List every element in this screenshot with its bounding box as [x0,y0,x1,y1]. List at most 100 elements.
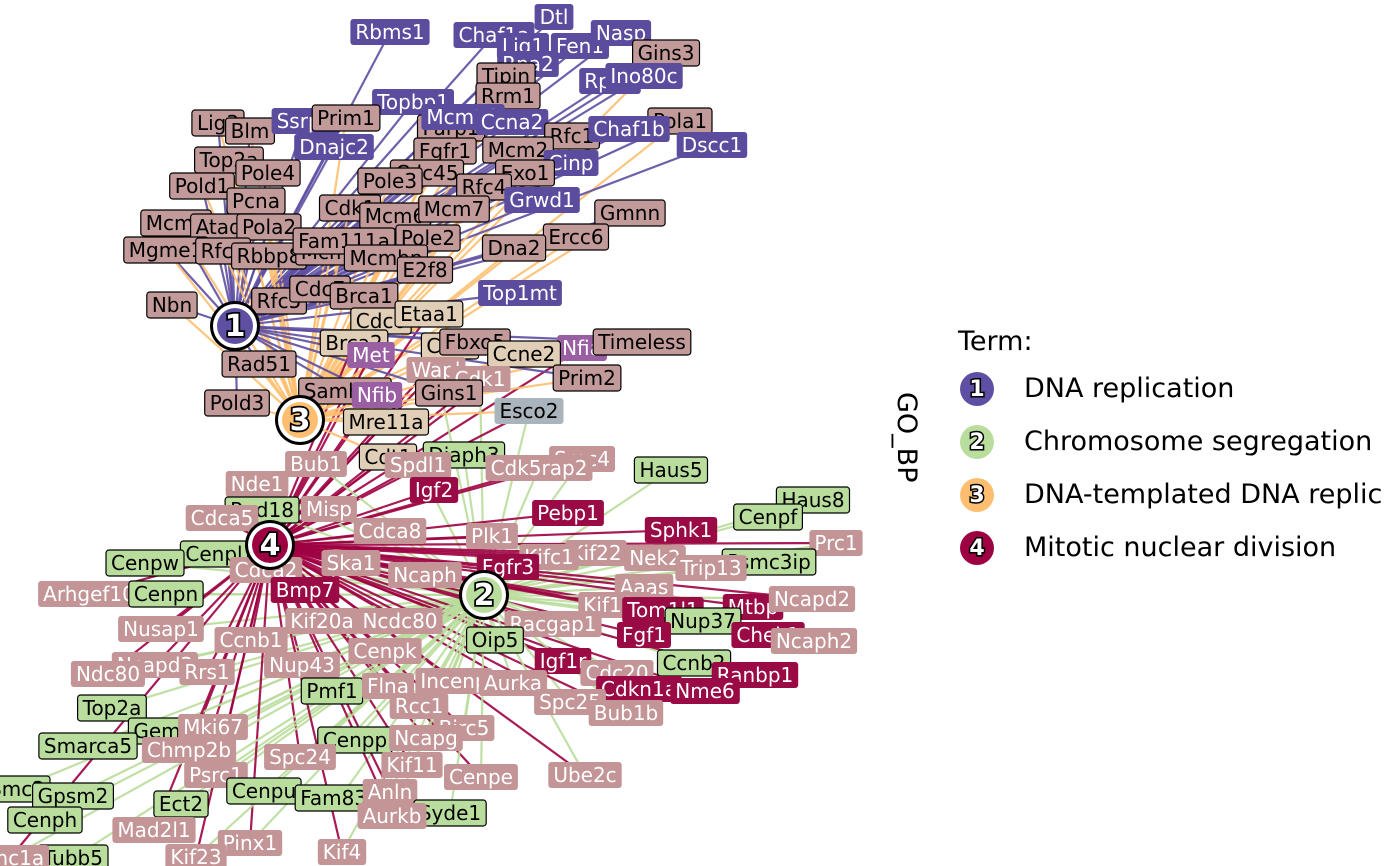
gene-label: Prim2 [558,366,616,390]
gene-label: Anln [368,780,413,804]
gene-label: Nbn [152,293,192,317]
gene-node: Pebp1 [532,500,604,526]
gene-node: Rrs1 [179,659,235,685]
gene-node: Mcm2 [482,136,554,164]
gene-label-box [204,389,270,417]
gene-node: Cenpu [226,777,302,805]
term-hub-4: 4 [245,520,295,570]
gene-label-box [388,562,462,588]
gene-label-box [225,471,289,497]
gene-label: Pold3 [210,391,265,415]
gene-label: Mki67 [183,715,243,739]
gene-label-box [105,549,185,577]
gene-node: Nfib [351,382,403,408]
gene-label: Kif22 [570,541,621,565]
gene-label-box [481,234,547,262]
gene-label-box [128,580,204,608]
gene-node: Ccna2 [475,109,549,135]
gene-label: Ncaph [393,563,457,587]
gene-label-box [415,668,493,694]
gene-node: Gins1 [415,379,484,407]
gene-label-box [809,530,863,556]
gene-node: Aurkb [357,803,427,829]
gene-label-box [596,676,682,702]
gene-node: Bub1b [588,700,664,726]
term-hub-number: 4 [260,528,281,563]
gene-label-box [548,762,622,788]
gene-node: Pold1 [169,172,235,200]
gene-node: Mgme1 [123,236,209,264]
gene-node: Spdl1 [384,452,452,478]
gene-label: Nusap1 [123,617,199,641]
gene-label-box [565,540,627,566]
term-hub-3: 3 [275,395,325,445]
gene-node: Fgf1 [617,622,671,648]
gene-label-box [409,477,459,503]
gene-node: Kif11 [381,752,443,778]
gene-label: Pmf1 [306,679,357,703]
legend-title: Term: [958,326,1033,357]
gene-label: Ercc6 [548,225,603,249]
gene-label: Chaf1b [593,117,664,141]
gene-node: Rbbp8 [231,242,307,270]
gene-node: Brca1 [329,282,399,310]
term-hub-number: 2 [474,578,495,613]
gene-label-box [214,627,288,653]
gene-node: Chmp2b [141,737,237,763]
gene-node: Spc24 [264,744,336,770]
gene-label: Rad51 [227,352,291,376]
gene-label-box [294,134,374,160]
gene-label: Trip13 [679,556,741,580]
gene-node: Haus5 [633,456,709,484]
gene-node: Mcm6 [359,202,431,230]
gene-node: Ndc80 [70,661,145,687]
gene-label-box [141,737,237,763]
gene-label-box [362,673,414,699]
gene-label: Aurka [484,671,542,695]
gene-node: Ncaph2 [770,628,858,654]
gene-node: Igf2 [409,477,459,503]
gene-node: Anln [362,779,418,805]
legend-item-1: 1 DNA replication [958,362,1382,415]
gene-node: Gins3 [631,39,701,67]
edge [234,324,588,380]
gene-label: Nde1 [231,472,284,496]
gene-node: Igf1r [534,648,592,674]
gene-label: Racgap1 [509,612,596,636]
gene-label: Esco2 [499,399,558,423]
gene-node: Flna [362,673,414,699]
gene-label-box [264,744,336,770]
edge [195,594,485,858]
gene-node: Timeless [592,328,692,356]
gene-node: Fgfr1 [413,137,477,165]
gene-label: Pola2 [242,215,296,239]
gene-label: Cenpf [739,505,799,529]
gene-label-box [552,364,622,392]
gene-label-box [475,109,549,135]
gene-label-box [534,4,574,30]
gene-node: Prim2 [552,364,622,392]
gene-label: Tubb5 [42,846,103,866]
gene-label-box [624,545,686,571]
gene-label: Pole3 [363,169,417,193]
gene-node: Cenpn [128,580,204,608]
gene-label-box [311,104,381,132]
gene-node: Ncapd2 [768,586,856,612]
gene-label: Nfib [357,383,397,407]
gene-label: Cenpw [111,551,179,575]
gene-node: Pinx1 [217,830,283,856]
gene-node: Ccne2 [487,340,562,368]
gene-label: Pcna [232,189,280,213]
gene-label-box [112,817,196,843]
gene-label: E2f8 [402,258,447,282]
gene-label-box [487,340,562,368]
term-4-badge: 4 [958,529,996,567]
gene-node: Incenp [415,668,493,694]
gene-label: Oip5 [472,628,519,652]
gene-label-box [146,291,198,319]
gene-label-box [466,626,524,654]
gene-label-box [348,638,422,664]
gene-node: Cdca5 [185,505,259,531]
gene-label: Cenpn [134,582,198,606]
term-1-badge: 1 [958,370,996,408]
